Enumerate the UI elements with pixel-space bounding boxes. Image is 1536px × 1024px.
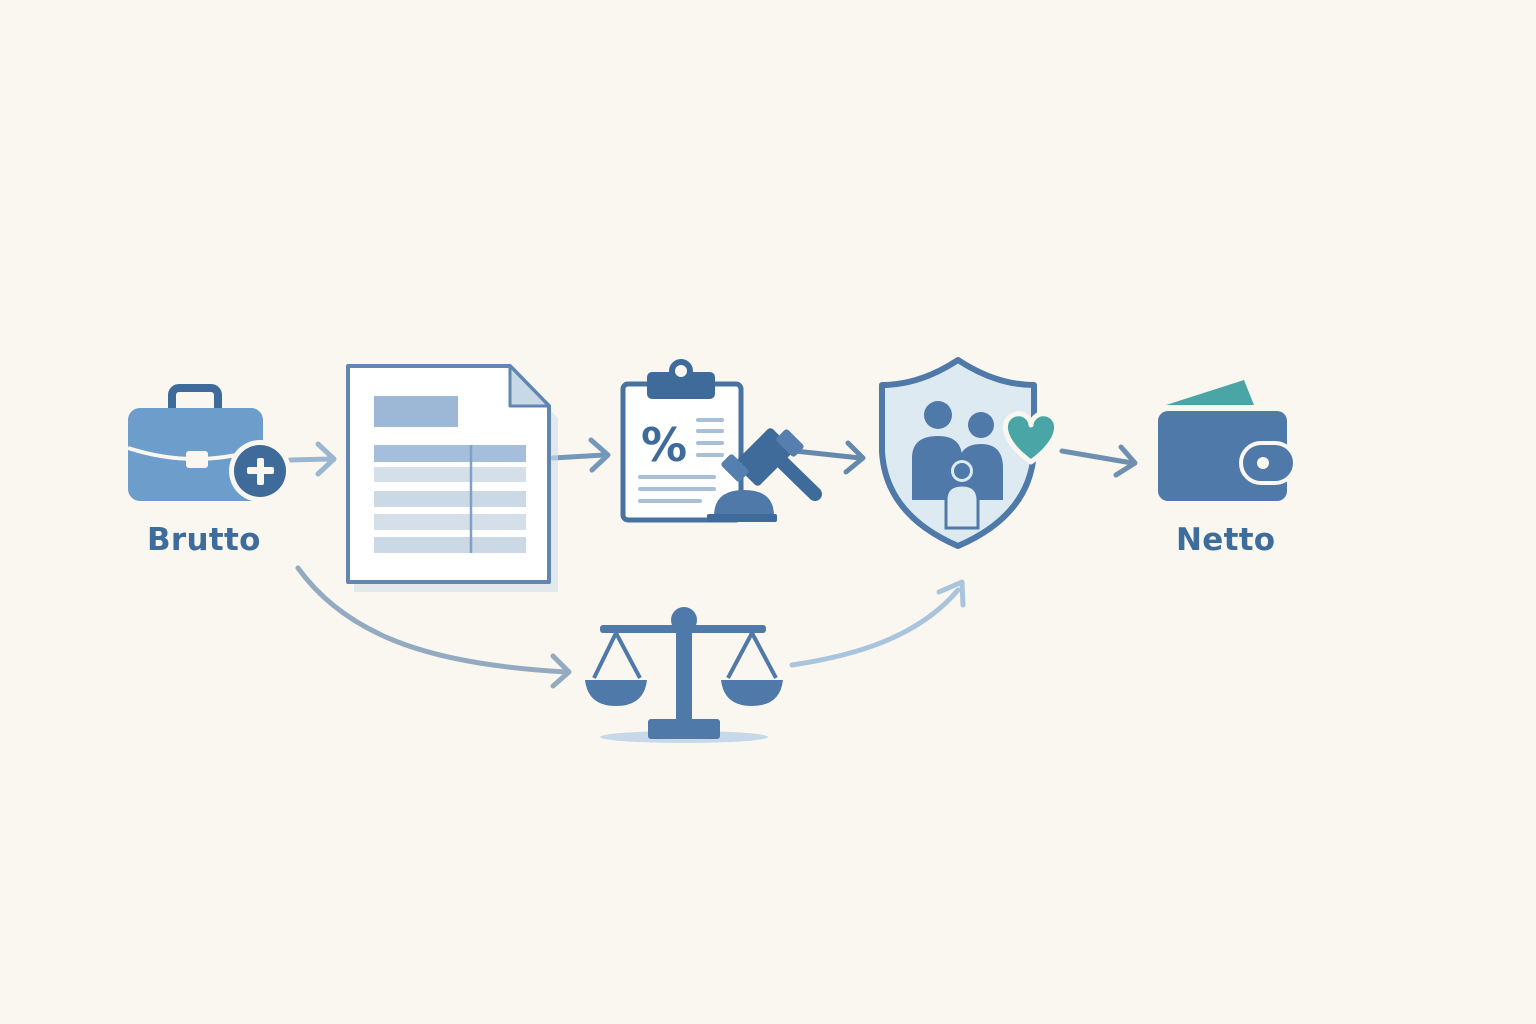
- scales-icon: [585, 607, 783, 743]
- percent-symbol: %: [641, 418, 687, 472]
- arrow-brutto-to-payslip: [287, 441, 337, 477]
- arrow-tax-to-shield: [792, 440, 866, 475]
- wallet-icon: [1158, 380, 1297, 501]
- family-shield-icon: [879, 357, 1060, 549]
- payslip-document-icon: [346, 364, 558, 592]
- arrow-shield-to-wallet: [1059, 444, 1138, 478]
- curved-arrow-to-scales: [295, 565, 572, 689]
- label-netto: Netto: [1176, 522, 1276, 558]
- flow-arrows: [287, 437, 1138, 689]
- arrow-payslip-to-tax: [550, 437, 611, 473]
- label-brutto: Brutto: [147, 522, 261, 558]
- curved-arrow-scales-to-shield: [789, 579, 966, 668]
- briefcase-plus-icon: [127, 384, 291, 502]
- tax-clipboard-gavel-icon: %: [620, 359, 822, 523]
